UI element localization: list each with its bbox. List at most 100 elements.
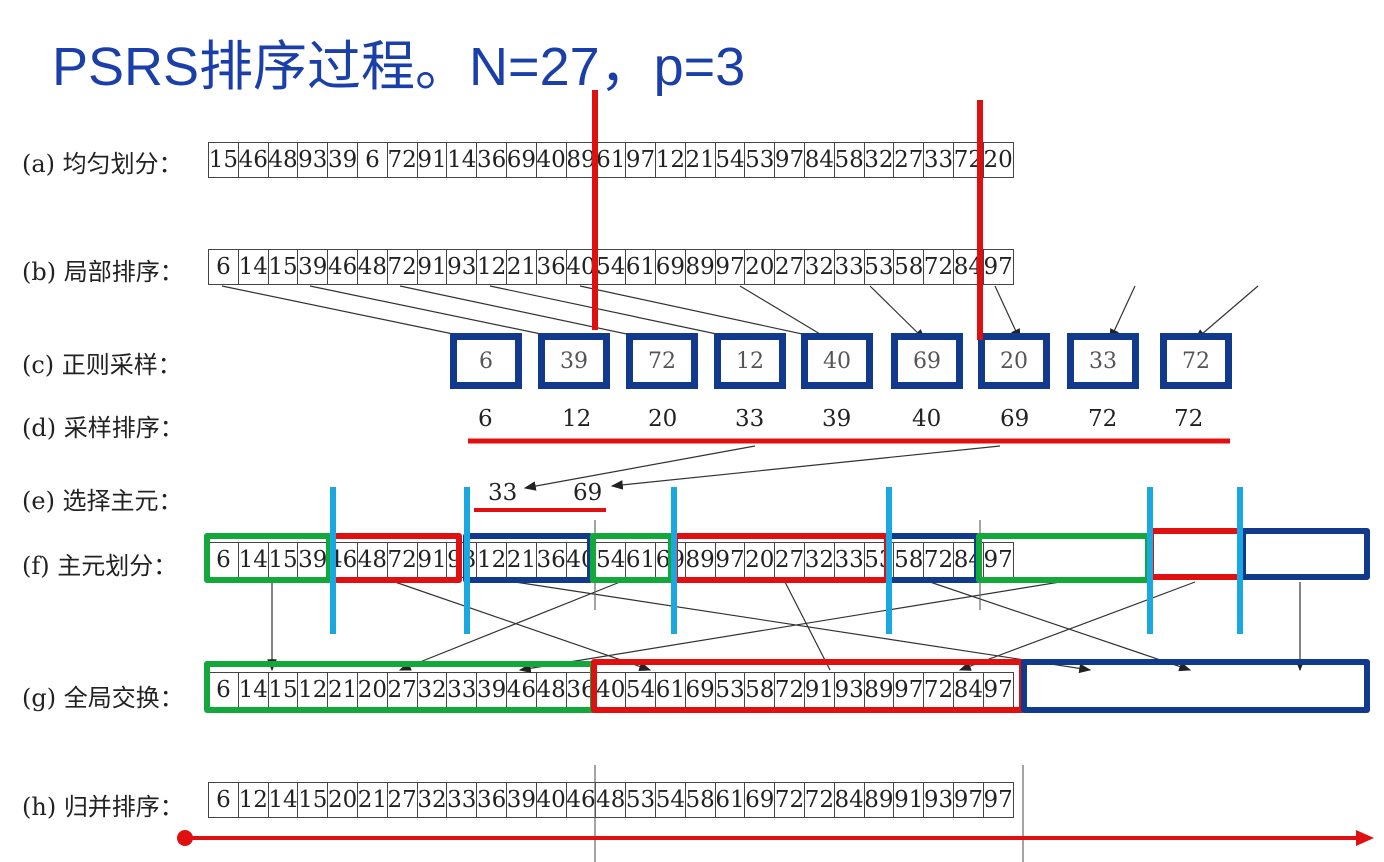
cell-h-21: 84 — [835, 782, 865, 818]
cell-h-14: 53 — [626, 782, 656, 818]
cell-b-1: 14 — [239, 249, 269, 285]
cell-b-13: 54 — [596, 249, 627, 285]
cell-g-21: 93 — [835, 672, 865, 708]
cell-b-5: 48 — [358, 249, 388, 285]
cell-h-19: 72 — [775, 782, 805, 818]
cell-f-3: 39 — [298, 542, 329, 578]
cell-a-21: 58 — [835, 142, 865, 178]
sample-1: 39 — [538, 333, 610, 389]
cell-g-22: 89 — [864, 672, 895, 708]
cell-a-8: 14 — [447, 142, 478, 178]
sample-7: 33 — [1067, 333, 1139, 389]
cell-b-23: 58 — [894, 249, 925, 285]
sorted-sample-7: 72 — [1088, 406, 1118, 432]
sample-2: 72 — [626, 333, 698, 389]
cell-b-2: 15 — [268, 249, 299, 285]
sorted-sample-5: 40 — [912, 406, 942, 432]
cell-b-26: 97 — [983, 249, 1014, 285]
row-label-f: (f) 主元划分： — [22, 552, 178, 580]
cell-a-23: 27 — [894, 142, 925, 178]
cell-a-9: 36 — [477, 142, 507, 178]
cell-a-11: 40 — [537, 142, 567, 178]
cell-h-23: 91 — [894, 782, 925, 818]
cell-b-7: 91 — [417, 249, 448, 285]
row-label-h: (h) 归并排序： — [22, 793, 184, 821]
cell-a-10: 69 — [507, 142, 537, 178]
cell-g-15: 61 — [656, 672, 686, 708]
row-label-d: (d) 采样排序： — [22, 414, 184, 442]
cell-f-2: 15 — [268, 542, 299, 578]
cell-b-20: 32 — [805, 249, 835, 285]
cell-b-11: 36 — [537, 249, 567, 285]
cell-f-13: 54 — [596, 542, 627, 578]
cell-h-26: 97 — [983, 782, 1014, 818]
cell-a-6: 72 — [388, 142, 418, 178]
cell-g-8: 33 — [447, 672, 478, 708]
cell-h-20: 72 — [805, 782, 835, 818]
cell-b-8: 93 — [447, 249, 478, 285]
cell-a-13: 61 — [596, 142, 627, 178]
cell-g-19: 72 — [775, 672, 805, 708]
cell-g-23: 97 — [894, 672, 925, 708]
cell-a-17: 54 — [715, 142, 746, 178]
cell-a-20: 84 — [805, 142, 835, 178]
cell-b-15: 69 — [656, 249, 686, 285]
row-label-g: (g) 全局交换： — [22, 684, 184, 712]
cell-g-13: 40 — [596, 672, 627, 708]
cell-h-11: 40 — [537, 782, 567, 818]
cell-f-19: 27 — [775, 542, 805, 578]
cell-b-3: 39 — [298, 249, 329, 285]
cell-h-17: 61 — [715, 782, 746, 818]
cell-b-18: 20 — [745, 249, 776, 285]
cell-h-3: 15 — [298, 782, 329, 818]
cell-b-21: 33 — [835, 249, 865, 285]
sorted-sample-6: 69 — [1000, 406, 1030, 432]
sample-8: 72 — [1160, 333, 1232, 389]
cell-f-7: 91 — [417, 542, 448, 578]
cell-a-2: 48 — [268, 142, 299, 178]
cell-h-22: 89 — [864, 782, 895, 818]
sample-5: 69 — [891, 333, 963, 389]
sorted-sample-1: 12 — [562, 406, 592, 432]
cell-g-20: 91 — [805, 672, 835, 708]
cell-a-18: 53 — [745, 142, 776, 178]
cell-h-12: 46 — [566, 782, 597, 818]
sample-4: 40 — [801, 333, 873, 389]
cell-a-5: 6 — [357, 142, 388, 178]
cell-b-24: 72 — [924, 249, 954, 285]
cell-b-10: 21 — [507, 249, 537, 285]
row-label-b: (b) 局部排序： — [22, 258, 184, 286]
partition-box-green-f1 — [204, 533, 332, 583]
cell-g-4: 21 — [328, 672, 358, 708]
cell-a-22: 32 — [864, 142, 895, 178]
cell-a-3: 93 — [298, 142, 329, 178]
pivot-1: 33 — [488, 480, 518, 506]
cell-f-24: 72 — [924, 542, 954, 578]
cell-b-0: 6 — [209, 249, 239, 285]
cell-h-16: 58 — [686, 782, 716, 818]
sorted-sample-8: 72 — [1174, 406, 1204, 432]
cell-a-15: 12 — [656, 142, 686, 178]
sorted-sample-2: 20 — [648, 406, 678, 432]
cell-a-1: 46 — [239, 142, 269, 178]
cell-b-14: 61 — [626, 249, 656, 285]
cell-h-0: 6 — [209, 782, 239, 818]
cell-g-24: 72 — [924, 672, 954, 708]
cell-a-14: 97 — [626, 142, 656, 178]
row-label-e: (e) 选择主元： — [22, 487, 183, 515]
cell-h-7: 32 — [417, 782, 448, 818]
cell-b-16: 89 — [686, 249, 716, 285]
cell-h-13: 48 — [596, 782, 627, 818]
cell-h-18: 69 — [745, 782, 776, 818]
sorted-sample-3: 33 — [735, 406, 765, 432]
row-label-c: (c) 正则采样： — [22, 351, 182, 379]
cell-h-25: 97 — [954, 782, 984, 818]
cell-h-8: 33 — [447, 782, 478, 818]
row-label-a: (a) 均匀划分： — [22, 150, 183, 178]
cell-a-4: 39 — [328, 142, 358, 178]
